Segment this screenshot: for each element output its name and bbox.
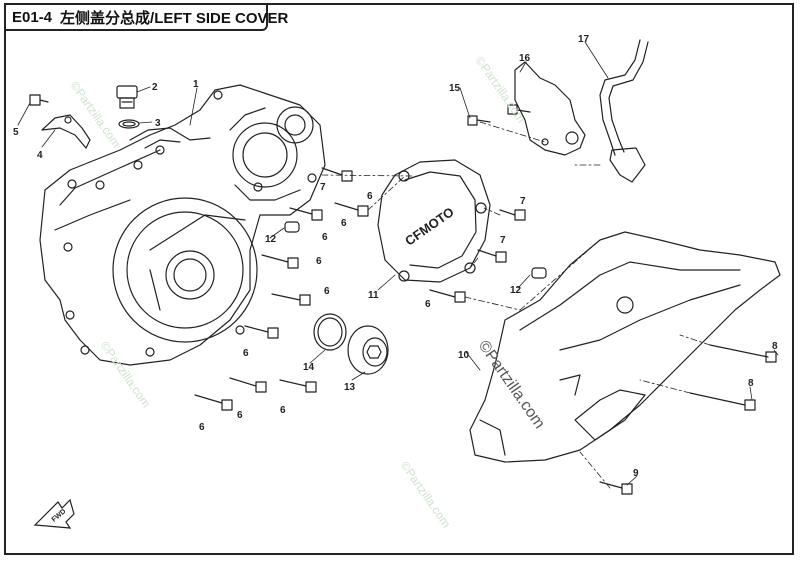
cover-logo: CFMOTO xyxy=(402,204,457,248)
bolt-7-a xyxy=(321,167,353,182)
bolt-6-05 xyxy=(334,202,369,217)
callout-12-a: 12 xyxy=(265,234,277,245)
callout-labels: 1 2 3 4 5 6 6 6 6 6 6 6 6 6 6 7 7 7 8 8 … xyxy=(13,34,778,479)
o-ring-large xyxy=(313,313,347,351)
long-bolt-8-a xyxy=(709,344,777,363)
watermark-3: ©Partzilla.com xyxy=(98,339,154,411)
callout-6-j: 6 xyxy=(367,191,373,202)
assembly-guide-lines xyxy=(321,121,711,489)
plug-cap xyxy=(347,325,389,375)
o-ring-small xyxy=(118,119,140,129)
leader-lines xyxy=(17,41,779,486)
callout-9: 9 xyxy=(633,468,639,479)
hose-bracket xyxy=(514,61,586,156)
callout-7-c: 7 xyxy=(500,235,506,246)
diagram-title: E01-4 左侧盖分总成/LEFT SIDE COVER xyxy=(4,3,288,31)
callout-7-a: 7 xyxy=(320,182,326,193)
bolt-6-06 xyxy=(429,289,466,303)
bolt-15-a xyxy=(467,115,491,126)
flange-bolt-small xyxy=(29,94,49,106)
sprocket-cover xyxy=(469,231,781,463)
callout-11: 11 xyxy=(368,290,379,301)
callout-6-i: 6 xyxy=(425,299,431,310)
callout-6-e: 6 xyxy=(243,348,249,359)
left-crankcase-cover xyxy=(39,84,326,366)
callout-6-f: 6 xyxy=(237,410,243,421)
bolt-6-02 xyxy=(261,254,299,269)
watermark-2: ©Partzilla.com xyxy=(473,54,529,126)
callout-5: 5 xyxy=(13,127,19,138)
callout-4: 4 xyxy=(37,150,43,161)
callout-3: 3 xyxy=(155,118,161,129)
magneto-cover xyxy=(377,159,491,283)
long-bolt-8-b xyxy=(689,392,756,411)
fwd-arrow-icon: FWD xyxy=(33,498,75,529)
bolt-6-04 xyxy=(244,325,279,339)
watermark-1: ©Partzilla.com xyxy=(68,79,124,151)
diagram-title-text: 左侧盖分总成/LEFT SIDE COVER xyxy=(60,9,289,27)
bolt-7-b xyxy=(499,209,526,221)
dowel-pin-b xyxy=(531,267,547,279)
watermark-4: ©Partzilla.com xyxy=(398,459,454,531)
watermark-5: ©Partzilla.com xyxy=(475,338,548,432)
bolt-7-c xyxy=(477,249,507,263)
callout-2: 2 xyxy=(152,82,158,93)
bolt-9 xyxy=(599,481,633,495)
breather-hose xyxy=(599,39,649,183)
callout-8-a: 8 xyxy=(772,341,778,352)
callout-16: 16 xyxy=(519,53,531,64)
callout-13: 13 xyxy=(344,382,356,393)
callout-6-b: 6 xyxy=(322,232,328,243)
callout-14: 14 xyxy=(303,362,315,373)
bolt-6-08 xyxy=(279,379,317,393)
dowel-pin-a xyxy=(284,221,300,233)
diagram-code: E01-4 xyxy=(12,8,53,26)
bolt-15-b xyxy=(507,104,531,115)
bolt-6-01 xyxy=(289,207,323,221)
callout-12-b: 12 xyxy=(510,285,522,296)
callout-6-h: 6 xyxy=(199,422,205,433)
callout-8-b: 8 xyxy=(748,378,754,389)
callout-7-b: 7 xyxy=(520,196,526,207)
callout-6-d: 6 xyxy=(324,286,330,297)
diagram-frame xyxy=(4,3,794,555)
cable-bracket xyxy=(41,114,91,149)
callout-6-a: 6 xyxy=(341,218,347,229)
oil-filler-cap xyxy=(116,85,138,109)
callout-6-g: 6 xyxy=(280,405,286,416)
callout-15: 15 xyxy=(449,83,461,94)
callout-10: 10 xyxy=(458,350,470,361)
bolt-6-03 xyxy=(271,293,311,306)
bolt-6-09 xyxy=(194,394,233,411)
bolt-6-07 xyxy=(229,377,267,393)
callout-1: 1 xyxy=(193,79,199,90)
callout-17: 17 xyxy=(578,34,590,45)
callout-6-c: 6 xyxy=(316,256,322,267)
